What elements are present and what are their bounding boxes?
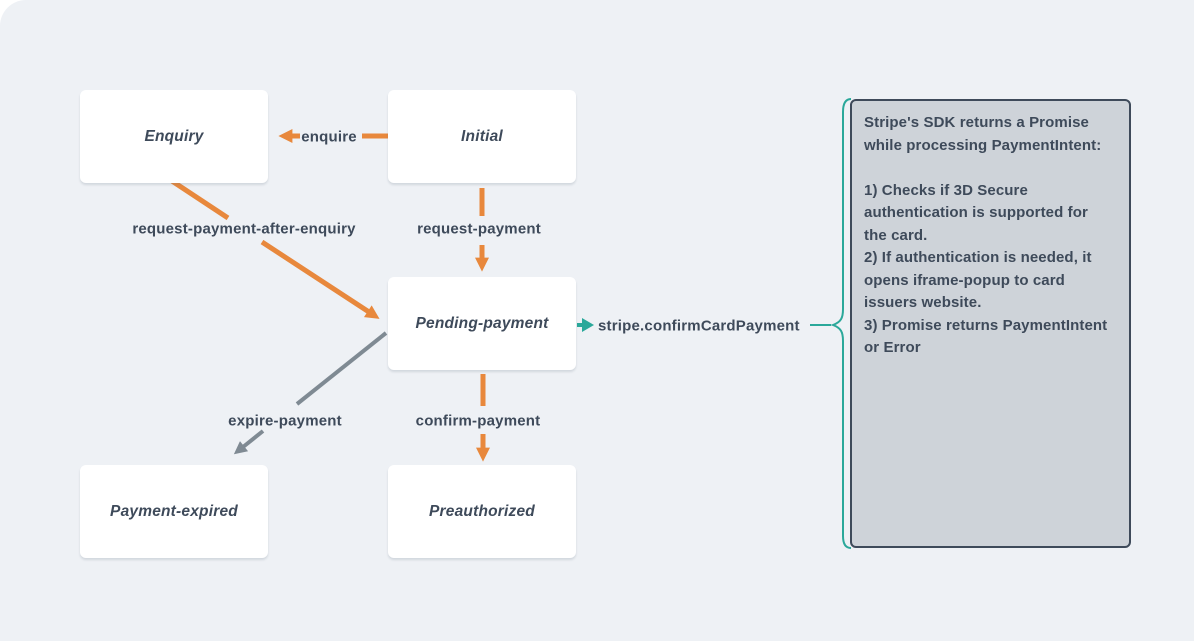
note-box: Stripe's SDK returns a Promise while pro… bbox=[850, 99, 1131, 548]
curly-brace bbox=[830, 98, 852, 549]
arrow-request-payment-after-enquiry-head bbox=[260, 239, 380, 319]
state-node-preauthorized: Preauthorized bbox=[388, 465, 576, 558]
state-node-pending-payment: Pending-payment bbox=[388, 277, 576, 370]
transition-label-expire-payment: expire-payment bbox=[228, 412, 342, 430]
note-text: Stripe's SDK returns a Promise while pro… bbox=[864, 114, 1108, 356]
transition-label-request-payment-after-enquiry: request-payment-after-enquiry bbox=[132, 220, 356, 238]
state-label-enquiry: Enquiry bbox=[144, 127, 204, 145]
callout-label: stripe.confirmCardPayment bbox=[598, 317, 800, 335]
arrow-expire-payment-tail bbox=[295, 331, 388, 406]
state-label-initial: Initial bbox=[461, 127, 503, 145]
teal-arrow-icon bbox=[577, 318, 594, 332]
state-label-payment-expired: Payment-expired bbox=[110, 502, 238, 520]
arrow-request-payment-after-enquiry-tail bbox=[170, 178, 230, 221]
transition-label-confirm-payment: confirm-payment bbox=[415, 412, 541, 430]
state-label-preauthorized: Preauthorized bbox=[429, 502, 535, 520]
transition-label-enquire: enquire bbox=[301, 128, 357, 146]
arrow-expire-payment-head bbox=[233, 429, 265, 455]
state-node-payment-expired: Payment-expired bbox=[80, 465, 268, 558]
state-node-enquiry: Enquiry bbox=[80, 90, 268, 183]
state-label-pending-payment: Pending-payment bbox=[415, 314, 549, 332]
transition-label-request-payment: request-payment bbox=[417, 220, 541, 238]
state-node-initial: Initial bbox=[388, 90, 576, 183]
